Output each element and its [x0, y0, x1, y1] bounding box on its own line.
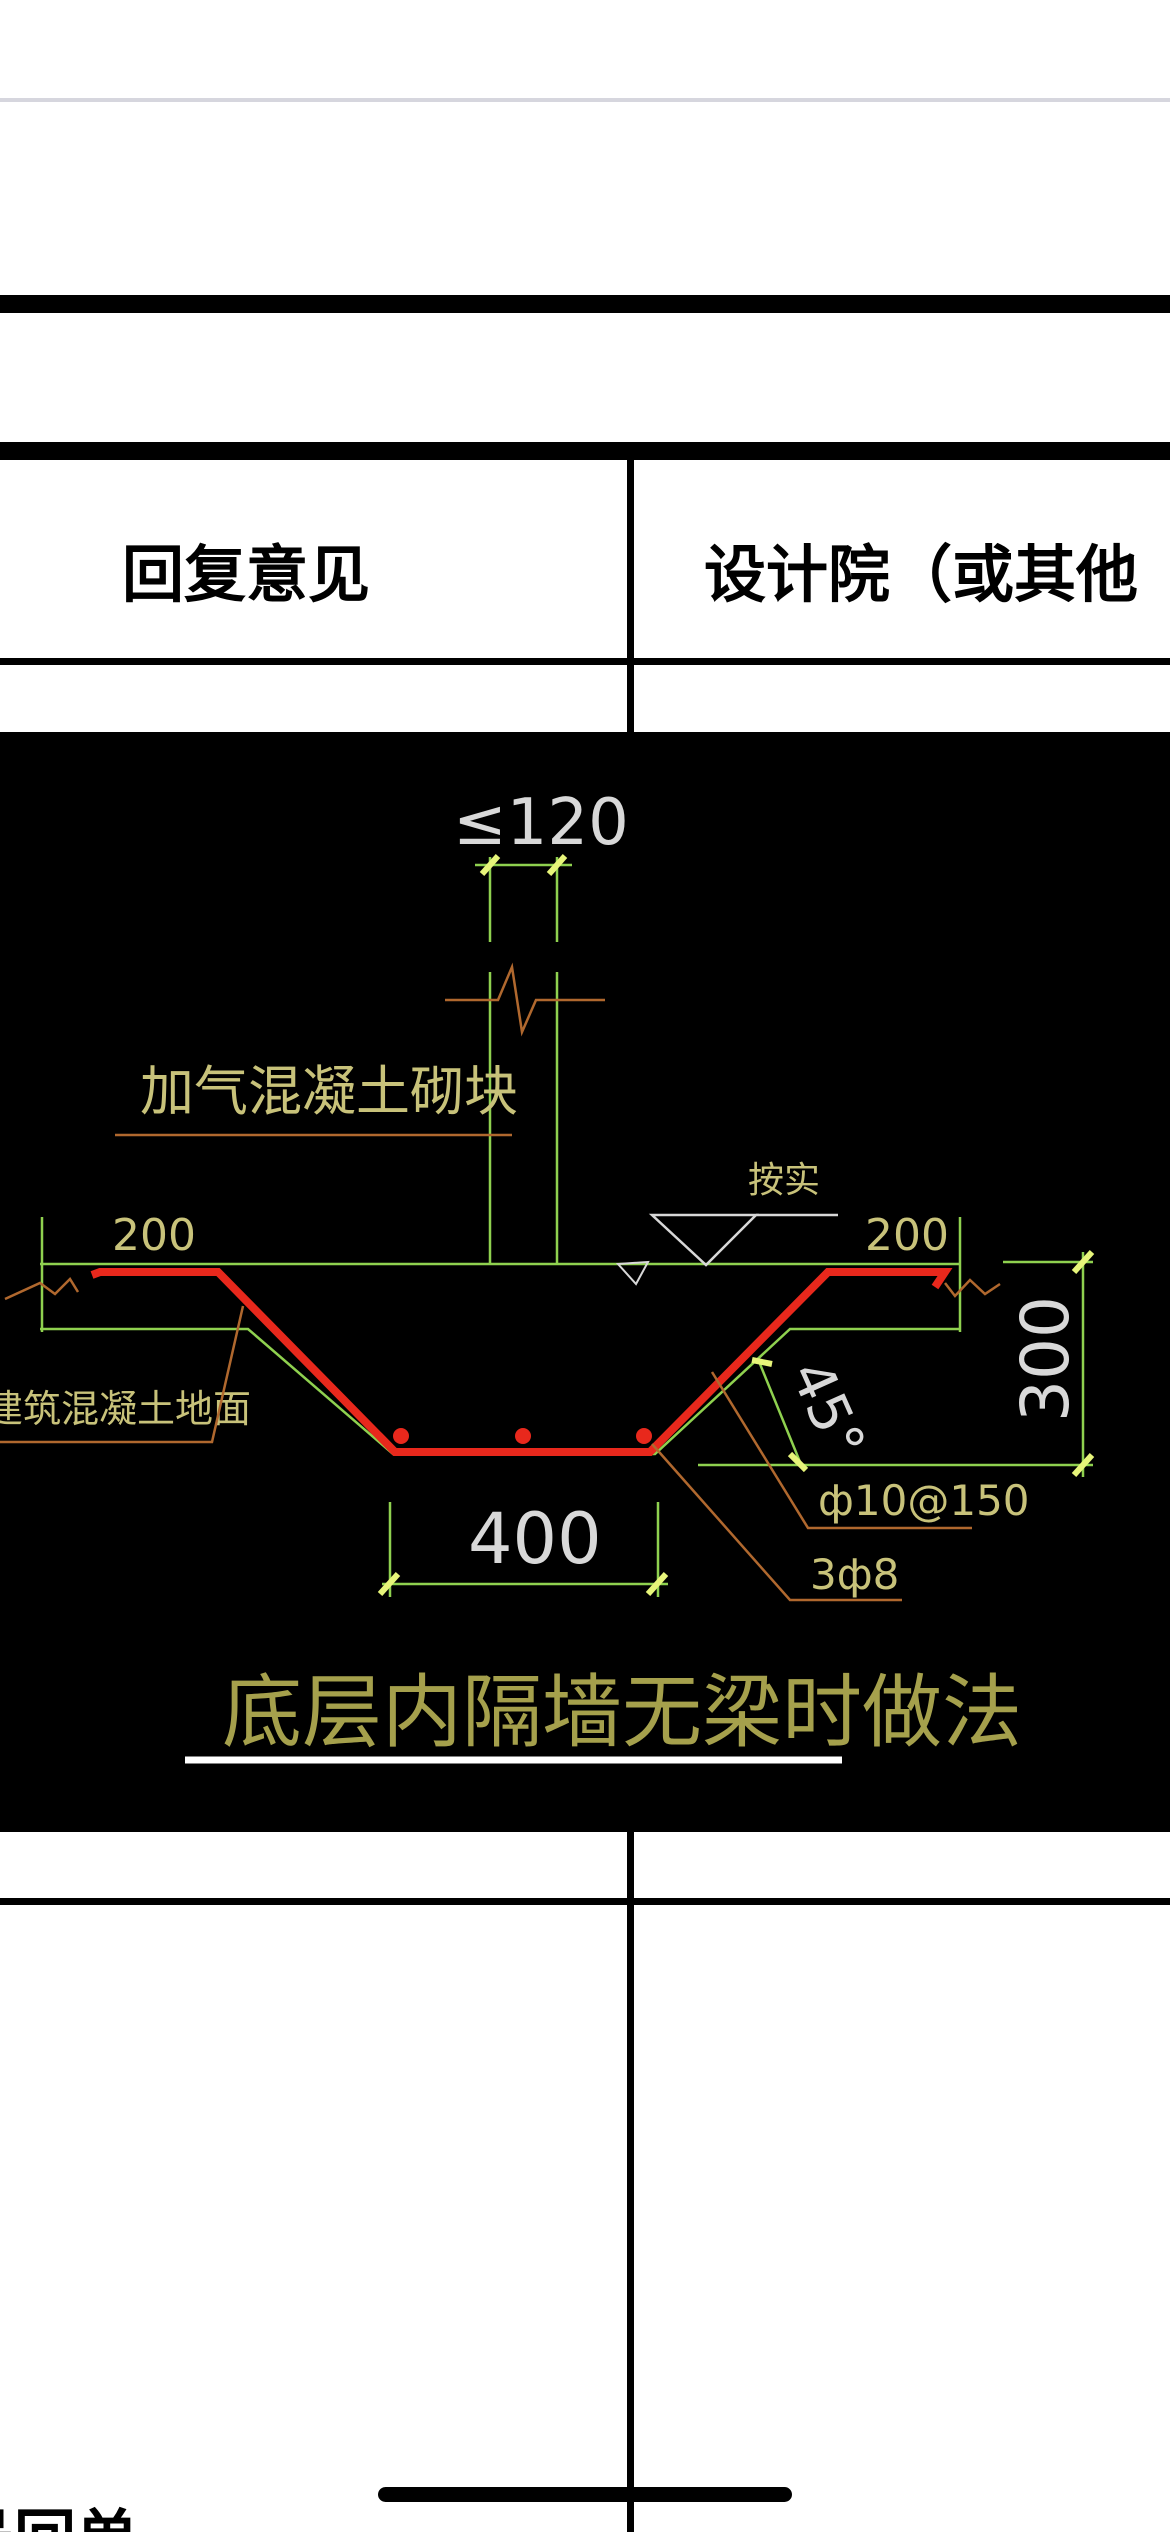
rebar-main: [90, 1268, 953, 1456]
header-reply-cell: 回复意见: [122, 478, 370, 660]
longitudinal-bar-2: [515, 1428, 531, 1444]
header-reply-label: 回复意见: [122, 538, 371, 611]
bottom-dimension: [377, 1502, 669, 1597]
dim-bottom-label: 400: [468, 1498, 602, 1580]
wall-block: [488, 972, 559, 1265]
angle-dimension: [751, 1357, 809, 1473]
wall-dimension-label: ≤120: [453, 786, 629, 860]
height-dimension: [698, 1249, 1095, 1478]
tamp-symbol: [648, 1213, 760, 1267]
row-separator: [0, 1898, 1170, 1905]
break-line-left: [4, 1276, 80, 1301]
home-indicator[interactable]: [378, 2487, 792, 2502]
block-label: 加气混凝土砌块: [140, 1060, 518, 1123]
small-triangle-mark: [615, 1260, 650, 1286]
cad-drawing: ≤120 加气混凝土砌块 按实 200 200: [0, 732, 1170, 1832]
table-border-header: [0, 442, 1170, 460]
top-separator: [0, 98, 1170, 102]
stirrup-leader: [710, 1371, 972, 1530]
wall-break-line: [445, 962, 605, 1037]
footer-partial-text: 号回单: [0, 2488, 138, 2532]
floor-label: 建筑混凝土地面: [0, 1387, 251, 1431]
dim-right-label: 200: [865, 1210, 949, 1261]
floor-leader: [0, 1305, 245, 1444]
bars-leader: [651, 1443, 902, 1602]
dim-left-label: 200: [112, 1210, 196, 1261]
break-line-right: [944, 1278, 1001, 1298]
cad-drawing-svg: ≤120 加气混凝土砌块 按实 200 200: [0, 786, 1095, 1764]
header-bottom-rule: [0, 658, 1170, 665]
header-design-label: 设计院（或其他: [704, 538, 1139, 611]
stirrup-label: ф10@150: [818, 1476, 1030, 1525]
bars-label: 3ф8: [810, 1550, 899, 1599]
longitudinal-bar-3: [636, 1428, 652, 1444]
longitudinal-bar-1: [393, 1428, 409, 1444]
dim-height-label: 300: [1007, 1296, 1084, 1422]
table-border-top: [0, 295, 1170, 313]
wall-dimension: [475, 854, 572, 942]
drawing-title: 底层内隔墙无梁时做法: [222, 1666, 1022, 1759]
header-design-cell: 设计院（或其他: [704, 478, 1138, 660]
dim-angle-label: 45°: [777, 1351, 877, 1468]
tamp-label: 按实: [748, 1160, 820, 1201]
